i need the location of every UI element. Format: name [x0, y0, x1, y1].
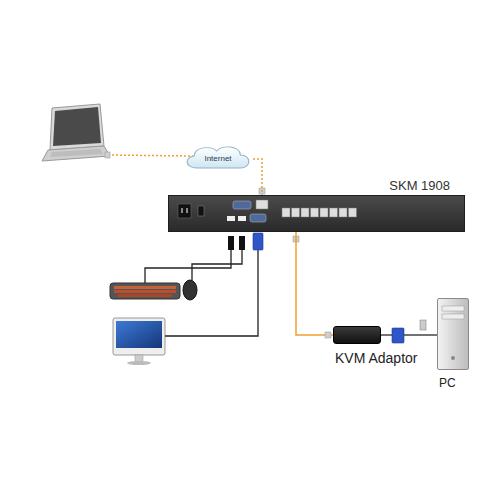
node-label: KVM Adaptor — [335, 350, 418, 366]
keyboard — [110, 283, 180, 299]
laptop — [42, 104, 110, 161]
cloud-node: Internet — [183, 143, 253, 169]
kvm-switch: SKM 1908 — [168, 195, 465, 232]
monitor-cable — [165, 250, 258, 336]
power-pin — [181, 208, 183, 213]
vga-port — [233, 201, 251, 209]
cable-connector — [381, 334, 437, 336]
cable-connector — [296, 232, 333, 335]
lan-port — [256, 200, 268, 209]
drive-bay — [442, 306, 464, 311]
vga-plug — [392, 328, 404, 343]
power-socket — [178, 204, 191, 218]
wire-plug — [325, 332, 331, 338]
pc-tower: PC — [437, 298, 469, 370]
device-label: SKM 1908 — [389, 178, 450, 193]
usb-port — [227, 216, 235, 221]
monitor — [113, 318, 165, 365]
vga-plug — [253, 233, 263, 250]
cloud-label: Internet — [183, 154, 253, 164]
usb-port — [238, 216, 246, 221]
node-label: PC — [439, 376, 456, 390]
vga-port — [250, 214, 266, 222]
wire-plug — [105, 152, 110, 158]
power-switch — [198, 206, 204, 216]
usb-plug — [228, 236, 234, 250]
drive-bay — [442, 314, 464, 319]
network-wire — [108, 155, 193, 156]
keyboard-cable — [145, 250, 231, 283]
usb-plug — [239, 236, 245, 250]
cable-connector — [253, 159, 262, 195]
usb-plug — [420, 320, 426, 330]
mouse-cable — [192, 250, 242, 280]
power-button — [451, 356, 455, 360]
kvm-ports — [282, 208, 357, 217]
power-pin — [186, 208, 188, 213]
mouse — [183, 280, 197, 300]
kvm-adaptor: KVM Adaptor — [333, 326, 381, 344]
